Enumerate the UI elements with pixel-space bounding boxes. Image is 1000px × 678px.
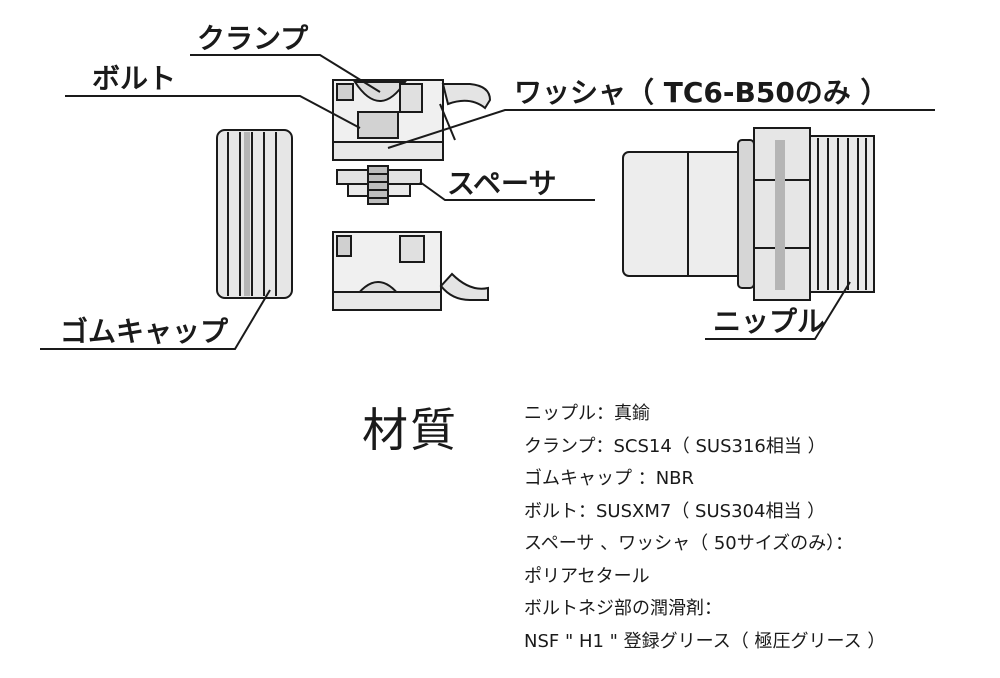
rubber-cap-part [216, 129, 293, 299]
spacer-leader-line [419, 181, 595, 201]
lower-clamp-part [332, 231, 489, 311]
materials-line: ボルトネジ部の潤滑剤： [524, 598, 722, 619]
nipple-leader-line [705, 281, 851, 340]
materials-line: スペーサ 、ワッシャ（ 50サイズのみ）： [524, 533, 854, 554]
label-washer: ワッシャ（ TC6-B50のみ ） [514, 76, 889, 109]
bolt-leader-line [65, 95, 361, 129]
materials-title: 材質 [362, 403, 458, 457]
spacer-part [336, 165, 422, 205]
label-rubber-cap: ゴムキャップ [60, 315, 229, 348]
nipple-part [622, 127, 875, 301]
materials-list: ニップル：真鍮 クランプ：SCS14（ SUS316相当 ） ゴムキャップ ：N… [524, 398, 994, 658]
label-clamp: クランプ [197, 22, 309, 55]
clamp-leader-line [190, 54, 381, 93]
washer-leader-line [387, 109, 935, 149]
label-spacer: スペーサ [447, 167, 556, 200]
label-bolt: ボルト [92, 62, 176, 95]
materials-line: ゴムキャップ ：NBR [524, 468, 695, 489]
materials-line: ニップル：真鍮 [524, 403, 650, 424]
materials-line: ボルト：SUSXM7（ SUS304相当 ） [524, 500, 826, 522]
upper-clamp-part [332, 79, 492, 161]
materials-line: ポリアセタール [524, 565, 650, 587]
materials-line: NSF " H1 " 登録グリース（ 極圧グリース ） [524, 630, 886, 652]
materials-line: クランプ：SCS14（ SUS316相当 ） [524, 435, 826, 457]
rubber-cap-leader-line [40, 289, 271, 350]
label-nipple: ニップル [713, 305, 825, 338]
